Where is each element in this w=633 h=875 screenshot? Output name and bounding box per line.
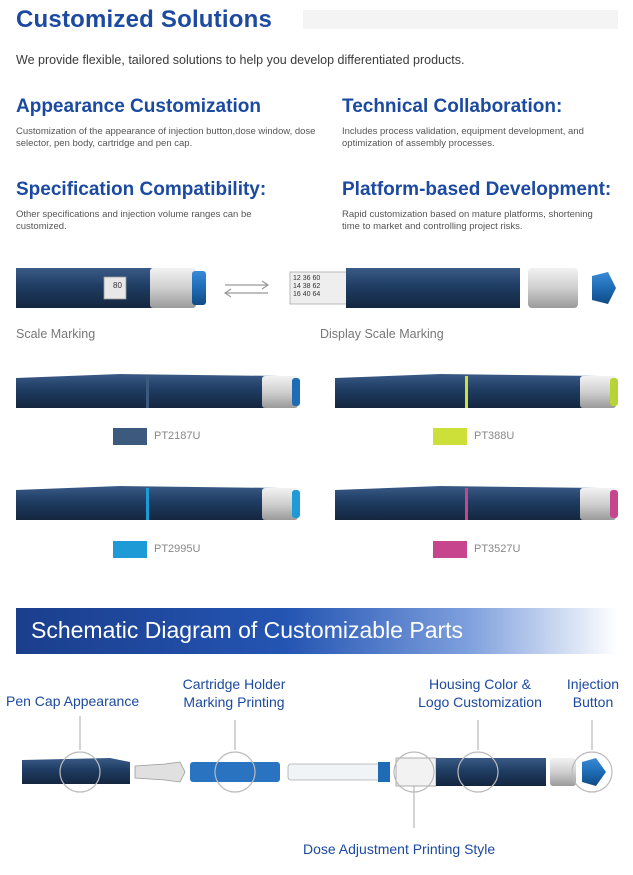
feature-desc-platform: Rapid customization based on mature plat… <box>342 209 593 232</box>
cartridge-glass-part <box>287 763 385 781</box>
page-title: Customized Solutions <box>16 6 272 33</box>
swatch-pt2187u <box>113 428 147 445</box>
label-dose-adjustment: Dose Adjustment Printing Style <box>303 841 496 857</box>
title-decor-bar <box>303 10 618 29</box>
label-pen-cap: Pen Cap Appearance <box>6 693 140 709</box>
dose-sleeve-part <box>395 757 437 787</box>
injection-button-part <box>582 758 606 786</box>
intro-text: We provide flexible, tailored solutions … <box>16 53 465 67</box>
swatch-pt388u <box>433 428 467 445</box>
feature-desc-technical: Includes process validation, equipment d… <box>342 126 584 149</box>
scale-marking-illustration <box>16 268 616 308</box>
pen-section-right <box>289 268 616 308</box>
dose-window-value: 80 <box>113 281 122 290</box>
color-code-pt2995u: PT2995U <box>154 543 201 555</box>
pen-section-left <box>16 268 206 308</box>
diagram-banner <box>16 608 618 654</box>
feature-title-technical: Technical Collaboration: <box>342 96 563 117</box>
scale-marking-label: Scale Marking <box>16 327 96 341</box>
label-cartridge-holder: Cartridge Holder Marking Printing <box>182 676 286 710</box>
feature-title-appearance: Appearance Customization <box>16 96 261 117</box>
magnifier-circles <box>59 751 613 793</box>
pen-cap-part <box>22 758 130 784</box>
exchange-arrows <box>223 280 270 298</box>
label-injection-button: Injection Button <box>566 676 620 710</box>
color-variants-illustration <box>16 374 618 520</box>
pen-variant-3 <box>16 486 300 520</box>
swatch-pt2995u <box>113 541 147 558</box>
color-code-pt3527u: PT3527U <box>474 543 521 555</box>
dose-selector-part <box>550 758 576 786</box>
feature-title-specification: Specification Compatibility: <box>16 179 267 200</box>
leader-lines <box>79 716 593 828</box>
housing-part <box>436 758 546 786</box>
cartridge-plunger <box>378 762 390 782</box>
cartridge-holder-part <box>190 762 280 782</box>
label-housing: Housing Color & Logo Customization <box>418 676 542 710</box>
clear-cap-part <box>134 761 186 783</box>
color-code-pt388u: PT388U <box>474 430 515 442</box>
color-code-pt2187u: PT2187U <box>154 430 201 442</box>
scale-numbers: 12 36 60 14 38 62 16 40 64 <box>293 275 321 298</box>
feature-title-platform: Platform-based Development: <box>342 179 612 200</box>
feature-desc-appearance: Customization of the appearance of injec… <box>16 126 316 149</box>
pen-variant-4 <box>335 486 618 520</box>
feature-desc-specification: Other specifications and injection volum… <box>16 209 252 232</box>
diagram-banner-title: Schematic Diagram of Customizable Parts <box>31 617 464 643</box>
exploded-parts-diagram <box>22 716 613 828</box>
pen-variant-2 <box>335 374 618 408</box>
swatch-pt3527u <box>433 541 467 558</box>
display-scale-marking-label: Display Scale Marking <box>320 327 444 341</box>
pen-variant-1 <box>16 374 300 408</box>
